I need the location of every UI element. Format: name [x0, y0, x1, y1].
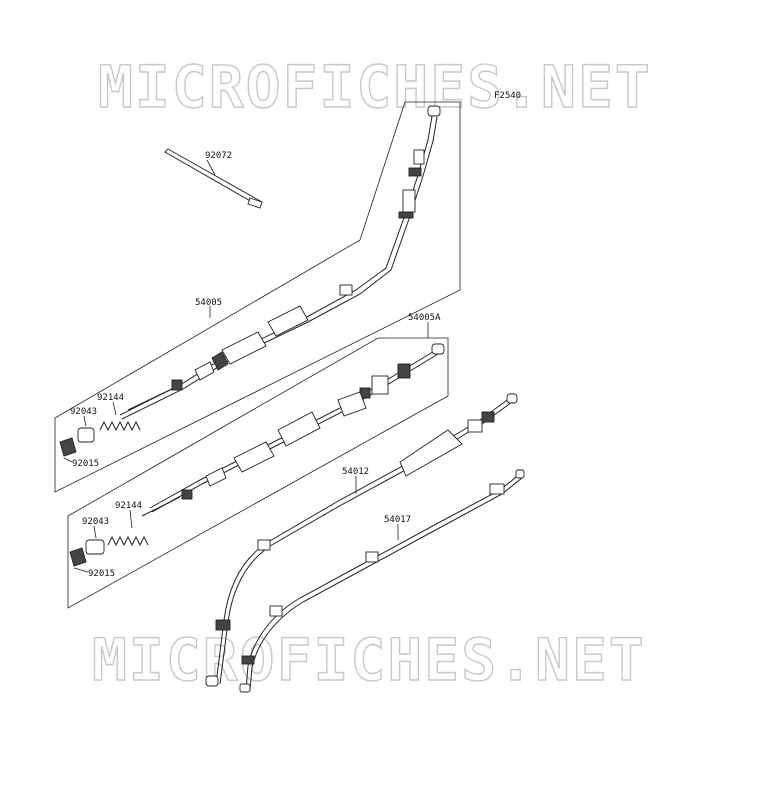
cable-54005a-end-nut [181, 489, 193, 500]
part-92015-nut-lower [69, 547, 89, 573]
leader-92144-upper [112, 401, 117, 416]
cable-54005a-thread [141, 496, 181, 517]
spring-upper-coil [99, 420, 141, 432]
part-54005-cable [119, 105, 441, 420]
part-92072-cable-tie [164, 148, 263, 209]
leader-92015-lower [73, 567, 89, 573]
cable-54017-adjuster [489, 483, 505, 495]
cable-54005-thread [127, 386, 177, 411]
cable-54005-clip [339, 284, 353, 296]
cable-54005-collar [194, 361, 215, 381]
cable-54012-lower-nut [215, 619, 231, 631]
callout-92144-upper: 92144 [97, 393, 124, 403]
part-92144-spring-lower [107, 509, 149, 547]
frame-54005a [67, 337, 449, 609]
leader-92072 [206, 159, 216, 176]
callout-54017: 54017 [384, 515, 411, 525]
cable-54012-adjuster [467, 419, 483, 433]
cable-54012-boot [399, 429, 463, 477]
cable-54012-nut [481, 411, 495, 423]
part-92144-spring-upper [99, 401, 141, 432]
part-92043-collar-upper [77, 415, 95, 443]
part-54005a-cable [141, 343, 445, 517]
cable-tie-head [247, 197, 263, 209]
cable-54005a-nut [397, 363, 411, 379]
watermark-bottom: MICROFICHES.NET [92, 626, 646, 694]
part-92043-collar-lower [85, 525, 105, 555]
cable-54005-line [119, 115, 433, 416]
cable-54005-nut-1 [408, 167, 422, 177]
cable-54005-locknut [171, 379, 183, 391]
cable-54005a-bracket [337, 391, 367, 417]
part-92015-nut-upper [59, 437, 77, 463]
cable-54005a-end-nipple [431, 343, 445, 355]
figure-code: F2540 [494, 91, 521, 101]
cable-54017-lower-end [239, 683, 251, 693]
cable-54012-end-nipple [506, 393, 518, 404]
leader-92015-upper [63, 457, 73, 463]
callout-92144-lower: 92144 [115, 501, 142, 511]
cable-54005a-sleeve [277, 411, 321, 447]
callout-92043-upper: 92043 [70, 407, 97, 417]
cable-54017-lower-nut [241, 655, 255, 665]
leader-92043-lower [93, 525, 97, 539]
cable-54005-ferrule [413, 149, 425, 165]
nut-lower-body [69, 547, 87, 567]
part-54017-cable [239, 469, 525, 693]
cable-54017-grommet [269, 605, 283, 617]
cable-54017-clip [365, 551, 379, 563]
cable-54005-sleeve [267, 305, 309, 337]
cable-54005-end-nipple [427, 105, 441, 117]
callout-92015-lower: 92015 [88, 569, 115, 579]
collar-upper-body [77, 427, 95, 443]
callout-92043-lower: 92043 [82, 517, 109, 527]
spring-lower-coil [107, 535, 149, 547]
cable-54005a-grommet [233, 441, 275, 473]
cable-54005-adjuster [402, 189, 416, 213]
cable-54005-grommet [221, 331, 267, 365]
part-54012-cable [205, 393, 518, 687]
cable-54012-clip [257, 539, 271, 551]
cable-54005-boot [211, 351, 229, 371]
leader-92043-upper [83, 415, 87, 427]
callout-92015-upper: 92015 [72, 459, 99, 469]
watermark-top: MICROFICHES.NET [98, 53, 652, 121]
callout-54005A: 54005A [408, 313, 441, 323]
cable-54012-lower-end [205, 675, 219, 687]
cable-54005a-collar [205, 467, 227, 487]
nut-upper-body [59, 437, 77, 457]
cable-54005-line-2 [121, 116, 438, 420]
leader-92144-lower [129, 509, 133, 529]
cable-54005a-adjuster [371, 375, 389, 395]
collar-lower-body [85, 539, 105, 555]
frame-54005 [54, 101, 461, 493]
callout-54005: 54005 [195, 298, 222, 308]
callout-54012: 54012 [342, 467, 369, 477]
cable-54017-end-nipple [515, 469, 525, 479]
cable-54005-nut-2 [398, 211, 414, 219]
callout-92072: 92072 [205, 151, 232, 161]
